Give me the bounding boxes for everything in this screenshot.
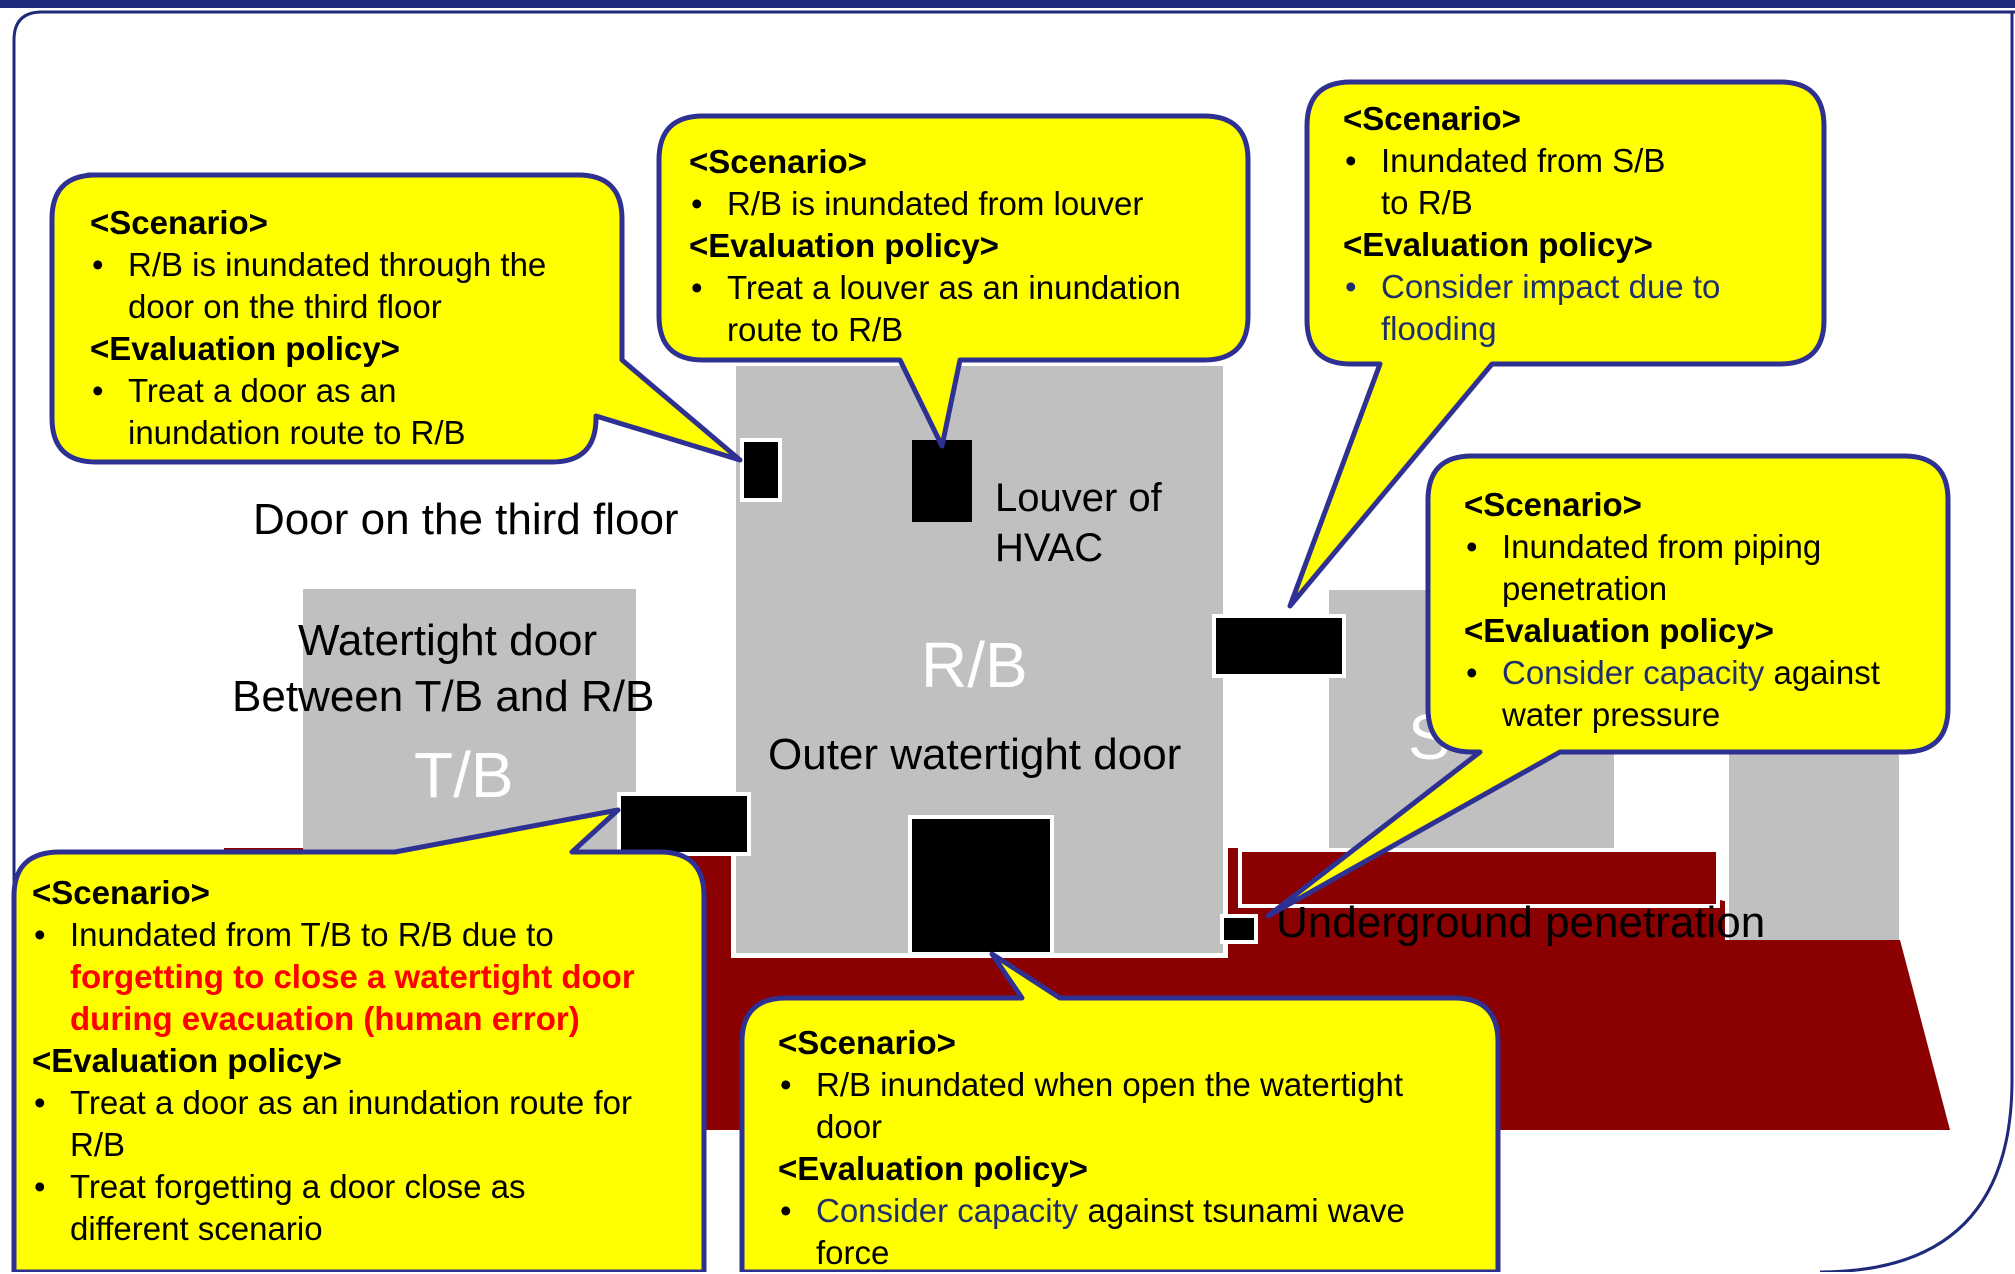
policy-item-part-a: Consider capacity — [816, 1192, 1079, 1229]
scenario-heading: <Scenario> — [778, 1024, 956, 1061]
policy-heading: <Evaluation policy> — [32, 1042, 342, 1079]
scenario-heading: <Scenario> — [32, 874, 210, 911]
third-floor-door — [740, 438, 782, 502]
policy-item: Consider capacity against tsunami wave f… — [778, 1190, 1476, 1274]
scenario-item: Inundated from piping penetration — [1464, 526, 1882, 610]
scenario-item: Inundated from S/B to R/B — [1343, 140, 1681, 224]
callout-tb-rb: <Scenario> Inundated from T/B to R/B due… — [32, 872, 692, 1250]
policy-item: Treat a door as an inundation route for … — [32, 1082, 692, 1166]
louver-label-line2: HVAC — [995, 526, 1104, 570]
watertight-between-label-2: Between T/B and R/B — [232, 672, 655, 721]
policy-heading: <Evaluation policy> — [1343, 226, 1653, 263]
underground-penetration-label: Underground penetration — [1276, 898, 1766, 947]
rb-label: R/B — [921, 629, 1028, 701]
policy-heading: <Evaluation policy> — [689, 227, 999, 264]
scenario-item: R/B inundated when open the watertight d… — [778, 1064, 1476, 1148]
policy-item: Treat a door as an inundation route to R… — [90, 370, 508, 454]
tb-label: T/B — [414, 739, 514, 811]
scenario-heading: <Scenario> — [90, 204, 268, 241]
door-third-floor-label: Door on the third floor — [253, 495, 679, 544]
policy-heading: <Evaluation policy> — [1464, 612, 1774, 649]
louver-label-line1: Louver of — [995, 476, 1162, 520]
policy-item: Consider impact due to flooding — [1343, 266, 1761, 350]
tb-building — [303, 589, 636, 859]
policy-item: Treat a louver as an inundation route to… — [689, 267, 1229, 351]
scenario-heading: <Scenario> — [1343, 100, 1521, 137]
scenario-heading: <Scenario> — [1464, 486, 1642, 523]
louver-opening — [912, 440, 972, 522]
scenario-item-plain: Inundated from T/B to R/B due to — [70, 916, 554, 953]
outer-watertight-door — [908, 815, 1054, 956]
scenario-item: R/B is inundated through the door on the… — [90, 244, 610, 328]
policy-item-part-a: Consider capacity — [1502, 654, 1765, 691]
callout-outer: <Scenario> R/B inundated when open the w… — [778, 1022, 1478, 1274]
policy-item-part-b: against tsunami wave force — [816, 1192, 1405, 1271]
policy-item-part-b: against water pressure — [1502, 654, 1880, 733]
callout-louver: <Scenario> R/B is inundated from louver … — [689, 141, 1229, 351]
policy-item: Consider capacity against water pressure — [1464, 652, 1934, 736]
callout-piping: <Scenario> Inundated from piping penetra… — [1464, 484, 1934, 736]
policy-heading: <Evaluation policy> — [90, 330, 400, 367]
callout-third-floor: <Scenario> R/B is inundated through the … — [90, 202, 610, 454]
policy-item: Treat forgetting a door close as differe… — [32, 1166, 590, 1250]
underground-penetration — [1220, 914, 1258, 944]
top-bar — [0, 0, 2015, 8]
scenario-item: R/B is inundated from louver — [689, 183, 1229, 225]
policy-heading: <Evaluation policy> — [778, 1150, 1088, 1187]
watertight-between-label-1: Watertight door — [298, 616, 598, 665]
scenario-heading: <Scenario> — [689, 143, 867, 180]
scenario-item: Inundated from T/B to R/B due to forgett… — [32, 914, 692, 1040]
outer-watertight-label: Outer watertight door — [768, 730, 1182, 779]
scenario-item-emphasis: forgetting to close a watertight door du… — [70, 958, 635, 1037]
callout-sb: <Scenario> Inundated from S/B to R/B <Ev… — [1343, 98, 1783, 350]
sb-connection-opening — [1212, 614, 1346, 678]
